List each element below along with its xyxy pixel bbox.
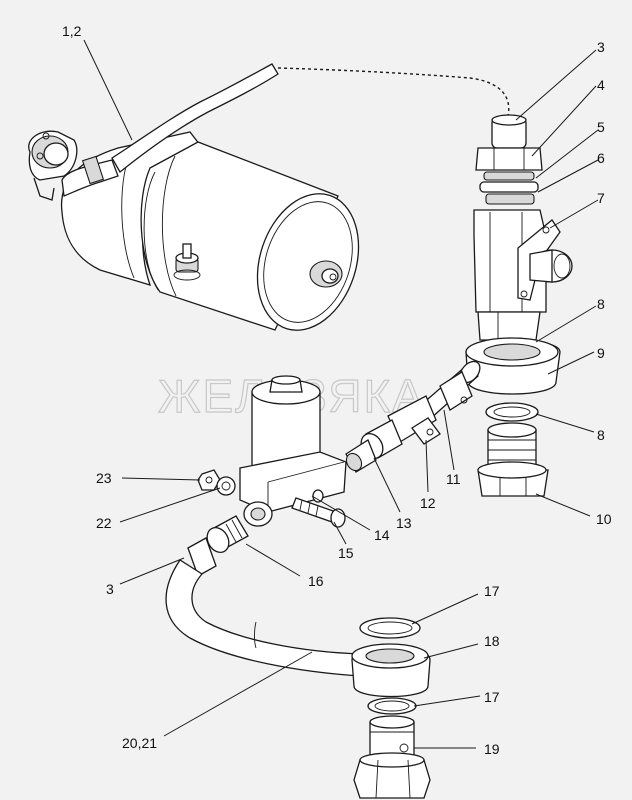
callout-22: 22	[96, 515, 112, 531]
callout-10: 10	[596, 511, 612, 527]
callout-14: 14	[374, 527, 390, 543]
solenoid-valve	[239, 375, 347, 528]
callout-9: 9	[597, 345, 605, 361]
callout-3-top: 3	[597, 39, 605, 55]
callout-6: 6	[597, 150, 605, 166]
callout-1-2: 1,2	[62, 23, 82, 39]
valve-assembly	[473, 114, 573, 341]
callout-4: 4	[597, 77, 605, 93]
pipe-and-clamp-group	[345, 360, 481, 473]
callout-23: 23	[96, 470, 112, 486]
callout-18: 18	[484, 633, 500, 649]
callout-3-left: 3	[106, 581, 114, 597]
callout-20-21: 20,21	[122, 735, 157, 751]
lower-hose-group	[165, 537, 431, 799]
callout-5: 5	[597, 119, 605, 135]
leader-lines	[83, 39, 599, 749]
callout-8-top: 8	[597, 296, 605, 312]
nut-washer-group	[197, 469, 236, 496]
callout-15: 15	[338, 545, 354, 561]
callout-13: 13	[396, 515, 412, 531]
callout-7: 7	[597, 190, 605, 206]
callout-17-top: 17	[484, 583, 500, 599]
callout-11: 11	[446, 471, 461, 487]
callout-17-bottom: 17	[484, 689, 500, 705]
connection-dashed-line	[277, 67, 510, 117]
callout-8-mid: 8	[597, 427, 605, 443]
fitting-16	[206, 515, 249, 553]
callout-16: 16	[308, 573, 324, 589]
banjo-fitting-group	[465, 337, 561, 497]
callout-labels: 1,2 3 4 5 6 7 8 9 8 10 11 12 13 14 15 16…	[62, 23, 612, 757]
callout-19: 19	[484, 741, 500, 757]
heater-motor-unit	[28, 63, 360, 331]
callout-12: 12	[420, 495, 436, 511]
